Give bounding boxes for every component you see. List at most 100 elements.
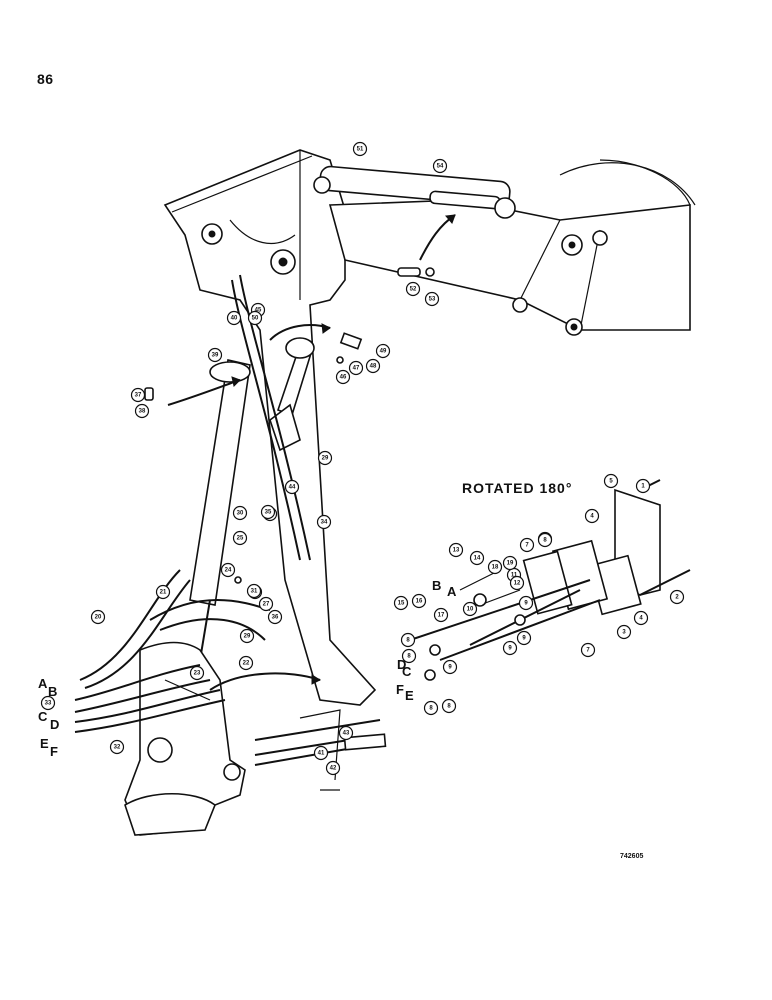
callout-circle (90, 609, 106, 625)
callout-circle (335, 369, 351, 385)
callout-circle (580, 642, 596, 658)
callout-circle (669, 589, 685, 605)
callout-circle (442, 659, 458, 675)
callout-35: 35 (260, 504, 276, 520)
callout-3: 3 (616, 624, 632, 640)
leader-arrows (167, 214, 456, 691)
callout-layer: 1234456778888899991011121314151617181920… (40, 141, 685, 776)
callout-circle (365, 358, 381, 374)
callout-18: 18 (487, 559, 503, 575)
callout-9: 9 (502, 640, 518, 656)
callout-number: 9 (508, 646, 512, 652)
callout-circle (284, 479, 300, 495)
callout-7: 7 (519, 537, 535, 553)
callout-8: 8 (537, 532, 553, 548)
callout-number: 44 (289, 485, 296, 491)
callout-number: 4 (639, 616, 643, 622)
callout-circle (635, 478, 651, 494)
port-letter: F (50, 744, 58, 759)
callout-22: 22 (238, 655, 254, 671)
bucket-cylinder (231, 274, 315, 561)
callout-number: 25 (237, 536, 244, 542)
swing-tower (124, 641, 246, 836)
port-letter: D (50, 717, 59, 732)
callout-number: 7 (525, 543, 529, 549)
callout-number: 39 (212, 353, 219, 359)
callout-38: 38 (134, 403, 150, 419)
callout-number: 13 (453, 548, 460, 554)
callout-10: 10 (462, 601, 478, 617)
callout-30: 30 (232, 505, 248, 521)
callout-9: 9 (516, 630, 532, 646)
port-letter: B (432, 578, 441, 593)
port-letter: B (48, 684, 57, 699)
callout-circle (469, 550, 485, 566)
callout-number: 51 (357, 147, 364, 153)
page-number: 86 (37, 71, 54, 87)
port-label-D: D (50, 717, 59, 732)
callout-circle (226, 310, 242, 326)
callout-number: 15 (398, 601, 405, 607)
port-label-F: F (50, 744, 58, 759)
callout-circle (448, 542, 464, 558)
callout-circle (393, 595, 409, 611)
callout-number: 40 (231, 316, 238, 322)
callout-25: 25 (232, 530, 248, 546)
callout-41: 41 (313, 745, 329, 761)
port-letter: E (40, 736, 49, 751)
port-label-B: B (432, 578, 441, 593)
callout-number: 3 (622, 630, 626, 636)
callout-33: 33 (40, 695, 56, 711)
callout-51: 51 (352, 141, 368, 157)
callout-number: 48 (370, 364, 377, 370)
port-letter: D (397, 657, 406, 672)
callout-circle (584, 508, 600, 524)
callout-number: 20 (95, 615, 102, 621)
callout-number: 18 (492, 565, 499, 571)
callout-circle (518, 595, 534, 611)
callout-circle (441, 698, 457, 714)
swing-pins (254, 709, 387, 791)
callout-circle (400, 632, 416, 648)
callout-number: 12 (514, 581, 521, 587)
callout-20: 20 (90, 609, 106, 625)
callout-27: 27 (258, 596, 274, 612)
callout-number: 9 (524, 601, 528, 607)
callout-circle (633, 610, 649, 626)
callout-circle (432, 158, 448, 174)
callout-number: 14 (474, 556, 481, 562)
callout-number: 52 (410, 287, 417, 293)
callout-circle (423, 700, 439, 716)
control-valve-assembly (409, 479, 691, 681)
callout-circle (189, 665, 205, 681)
callout-circle (130, 387, 146, 403)
callout-number: 42 (330, 766, 337, 772)
callout-5: 5 (603, 473, 619, 489)
callout-number: 8 (429, 706, 433, 712)
callout-circle (239, 628, 255, 644)
dipper-cylinder (313, 165, 516, 219)
callout-47: 47 (348, 360, 364, 376)
callout-circle (338, 725, 354, 741)
callout-circle (155, 584, 171, 600)
callout-circle (260, 504, 276, 520)
callout-29: 29 (239, 628, 255, 644)
callout-circle (232, 530, 248, 546)
callout-21: 21 (155, 584, 171, 600)
port-letter: E (405, 688, 414, 703)
port-label-F: F (396, 682, 404, 697)
callout-19: 19 (502, 555, 518, 571)
callout-circle (134, 403, 150, 419)
callout-number: 1 (641, 484, 645, 490)
callout-23: 23 (189, 665, 205, 681)
callout-number: 8 (406, 638, 410, 644)
port-label-E: E (40, 736, 49, 751)
callout-circle (316, 514, 332, 530)
callout-number: 36 (272, 615, 279, 621)
callout-31: 31 (246, 583, 262, 599)
callout-number: 29 (244, 634, 251, 640)
callout-number: 41 (318, 751, 325, 757)
callout-number: 49 (380, 349, 387, 355)
port-label-A: A (447, 584, 457, 599)
